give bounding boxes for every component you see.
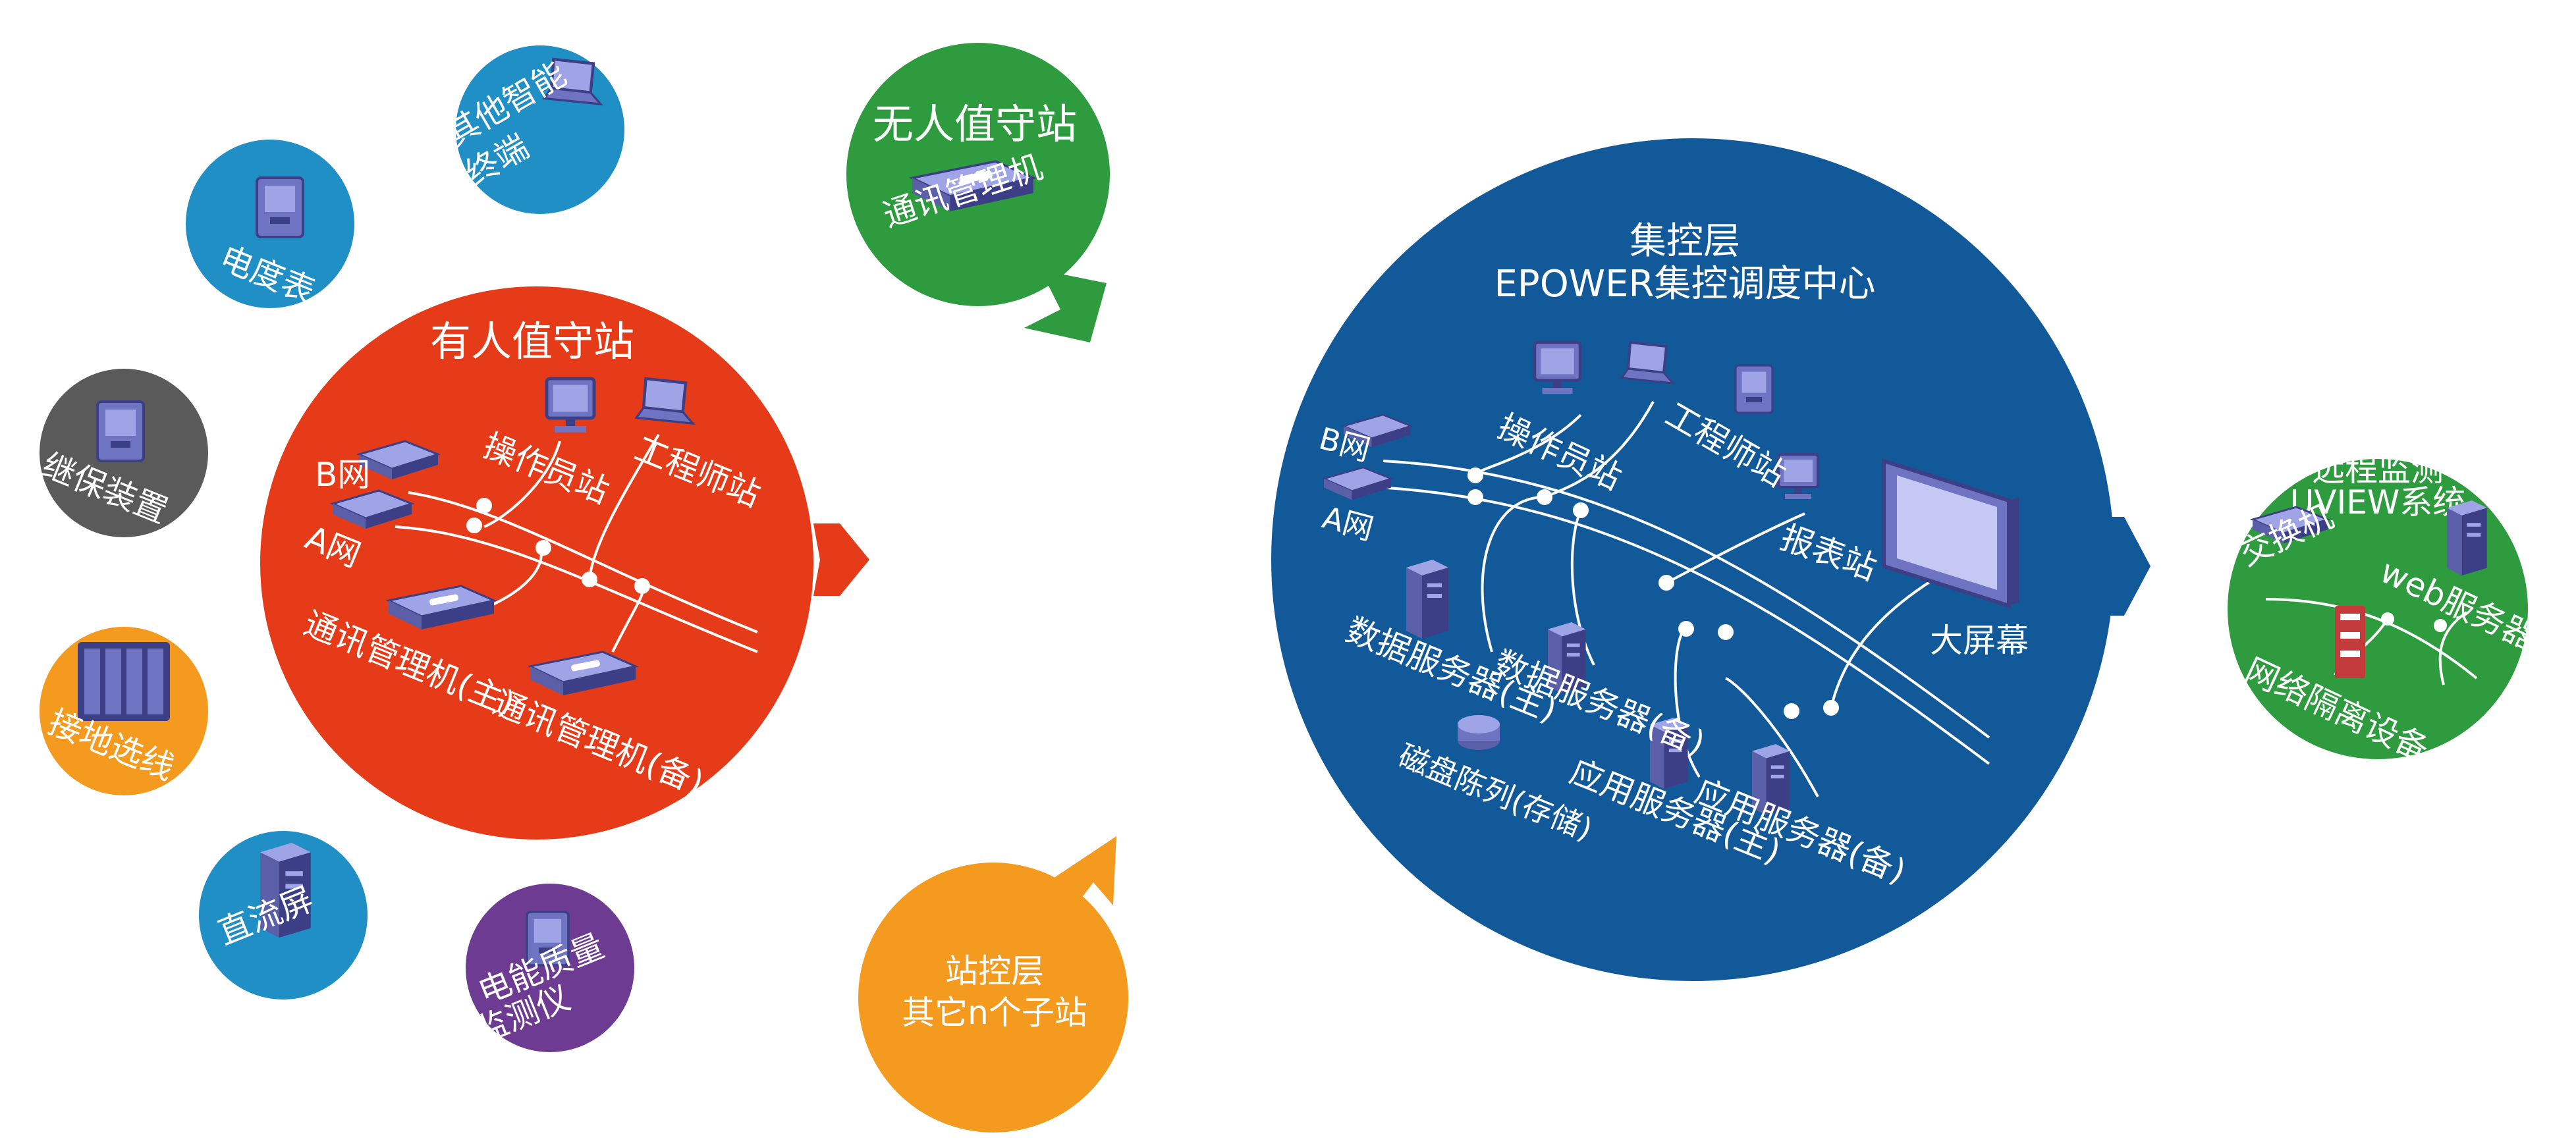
station-control-line1: 站控层 bbox=[945, 952, 1044, 990]
station-control: 站控层 其它n个子站 bbox=[858, 836, 1128, 1133]
arrow-up-right-icon bbox=[1047, 836, 1116, 909]
unattended-title: 无人值守站 bbox=[873, 100, 1077, 148]
arrow-right-icon bbox=[2091, 517, 2151, 616]
satellite-relay-protection: 继保装置 bbox=[37, 369, 208, 537]
remote-title-1: 远程监测 bbox=[2312, 450, 2444, 489]
central-control: 集控层 EPOWER集控调度中心 B网 A网 操作员站 工程师站 报表站 bbox=[1271, 138, 2151, 981]
satellite-dc-panel: 直流屏 bbox=[199, 831, 368, 1000]
remote-monitoring: 远程监测 UVIEW系统 交换机 web服务器 网络隔离设备 bbox=[2228, 450, 2542, 769]
satellite-energy-meter: 电度表 bbox=[186, 140, 354, 311]
web-server-icon bbox=[2447, 500, 2487, 575]
printer-icon bbox=[1734, 364, 1774, 414]
big-screen-icon bbox=[1882, 458, 2019, 609]
arrow-down-right-icon bbox=[1024, 270, 1107, 342]
station-control-line2: 其它n个子站 bbox=[902, 994, 1087, 1032]
satellite-ground-line: 接地选线 bbox=[40, 627, 208, 795]
satellite-other-terminal: 其他智能 终端 bbox=[439, 45, 624, 214]
isolation-device-icon bbox=[2335, 606, 2365, 678]
meter-icon bbox=[256, 176, 304, 238]
ground-selector-icon bbox=[78, 642, 170, 721]
engineer-laptop-icon bbox=[636, 379, 693, 423]
central-title-1: 集控层 bbox=[1630, 220, 1740, 263]
disk-array-icon bbox=[1458, 715, 1500, 750]
attended-title: 有人值守站 bbox=[430, 317, 634, 365]
central-title-2: EPOWER集控调度中心 bbox=[1494, 263, 1876, 306]
attended-station: 有人值守站 B网 A网 操作员站 工程师站 通讯管理机(主) 通讯管理机(备) bbox=[260, 286, 869, 840]
central-engineer-laptop-icon bbox=[1620, 341, 1674, 385]
attended-b-net: B网 bbox=[315, 456, 370, 494]
relay-icon bbox=[96, 400, 145, 462]
data-server-main-icon bbox=[1406, 560, 1448, 639]
satellite-power-quality: 电能质量 监测仪 bbox=[466, 884, 634, 1052]
central-big-screen: 大屏幕 bbox=[1930, 622, 2029, 660]
unattended-station: 无人值守站 通讯管理机 bbox=[846, 43, 1110, 342]
arrow-right-icon bbox=[813, 523, 869, 596]
